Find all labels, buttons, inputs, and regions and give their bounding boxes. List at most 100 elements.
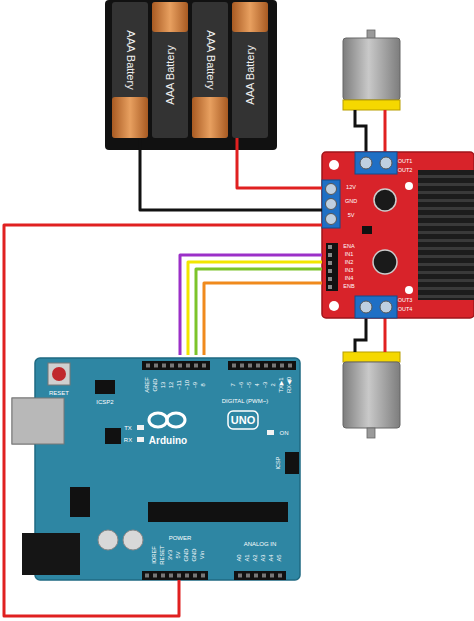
pin-label: POWER (169, 535, 192, 541)
pin-label: ON (280, 430, 289, 436)
pin-label: GND (345, 199, 357, 205)
battery-holder (105, 0, 277, 150)
pin-hole (194, 364, 198, 368)
pin-label: RX◀0 (287, 377, 293, 393)
battery-label: AAA Battery (245, 45, 256, 104)
pin-hole (146, 364, 150, 368)
pin-hole (280, 364, 284, 368)
pin-label: A0 (237, 554, 243, 561)
pin-label: A2 (253, 554, 259, 561)
pin-hole (288, 364, 292, 368)
pin-label: 5V (348, 213, 355, 219)
pin-hole (238, 574, 242, 578)
battery-cell: AAA Battery (152, 2, 188, 138)
pin-label: UNO (231, 415, 255, 426)
pin-label: Vin (200, 551, 206, 559)
pin-hole (201, 574, 205, 578)
jumper-wire (180, 255, 322, 355)
pin-label: A1 (245, 554, 251, 561)
pin-label: ~9 (193, 382, 199, 389)
pin-label: OUT1 (398, 159, 413, 165)
pin-hole (186, 364, 190, 368)
pin-label: RESET (49, 390, 69, 396)
pin-label: GND (192, 549, 198, 562)
pin-hole (328, 277, 332, 281)
pin-label: ~6 (239, 382, 245, 389)
pin-label: ~3 (263, 382, 269, 389)
pin-label: RESET (160, 545, 166, 564)
motor-driver-board: OUT1OUT212VGND5VENAIN1IN2IN3IN4ENBOUT3OU… (322, 152, 474, 318)
jumper-wire (188, 262, 322, 355)
battery-cells (112, 2, 268, 138)
pin-label: OUT3 (398, 298, 413, 304)
battery-cell: AAA Battery (232, 2, 268, 138)
pin-label: AREF (145, 377, 151, 392)
pin-hole (161, 574, 165, 578)
pin-label: DIGITAL (PWM~) (222, 398, 269, 404)
pin-hole (178, 364, 182, 368)
pin-label: TX▶1 (279, 377, 285, 392)
pin-label: OUT4 (398, 307, 413, 313)
pin-label: 8 (201, 383, 207, 386)
pin-hole (328, 245, 332, 249)
pin-hole (162, 364, 166, 368)
pin-label: A3 (261, 554, 267, 561)
jumper-wire (4, 225, 322, 616)
pin-label: IN4 (345, 276, 354, 282)
arduino-board (12, 358, 300, 580)
dc-motor (343, 30, 400, 158)
pin-label: ~10 (185, 380, 191, 390)
pin-hole (177, 574, 181, 578)
pin-hole (246, 574, 250, 578)
pin-hole (154, 364, 158, 368)
pin-hole (248, 364, 252, 368)
pin-hole (254, 574, 258, 578)
pin-label: GND (153, 379, 159, 392)
pin-label: ~5 (247, 382, 253, 389)
pin-label: OUT2 (398, 168, 413, 174)
pin-label: 7 (231, 383, 237, 386)
pin-label: 2 (271, 383, 277, 386)
pin-hole (272, 364, 276, 368)
pin-hole (256, 364, 260, 368)
pin-label: ANALOG IN (244, 541, 277, 547)
dc-motor (343, 316, 400, 438)
arduino-board: RESETICSP2AREFGND1312~11~10~987~6~54~32T… (35, 355, 300, 580)
pin-hole (202, 364, 206, 368)
pin-hole (232, 364, 236, 368)
jumper-wire (204, 283, 322, 355)
jumper-wire (237, 138, 322, 188)
pin-label: ICSP2 (96, 399, 113, 405)
pin-label: 12V (346, 185, 356, 191)
jumper-wire (140, 138, 322, 210)
pin-hole (193, 574, 197, 578)
battery-cell: AAA Battery (112, 2, 148, 138)
pin-label: 4 (255, 383, 261, 386)
pin-label: Arduino (149, 436, 187, 446)
pin-hole (185, 574, 189, 578)
pin-label: TX (124, 425, 132, 431)
pin-hole (264, 364, 268, 368)
pin-label: IN2 (345, 260, 354, 266)
pin-hole (153, 574, 157, 578)
pin-hole (328, 253, 332, 257)
pin-hole (270, 574, 274, 578)
pin-label: A4 (269, 554, 275, 561)
battery-label: AAA Battery (205, 30, 216, 89)
pin-label: 12 (169, 382, 175, 388)
pin-label: IN3 (345, 268, 354, 274)
pin-hole (328, 269, 332, 273)
pin-label: GND (184, 549, 190, 562)
pin-label: 5V (176, 551, 182, 558)
pin-hole (328, 261, 332, 265)
pin-hole (262, 574, 266, 578)
pin-label: ICSP (276, 457, 282, 470)
pin-hole (328, 285, 332, 289)
pin-label: IN1 (345, 252, 354, 258)
pin-label: 3V3 (168, 550, 174, 560)
pin-label: ~11 (177, 380, 183, 389)
header-holes (145, 245, 332, 578)
pin-label: 13 (161, 382, 167, 388)
pin-hole (169, 574, 173, 578)
